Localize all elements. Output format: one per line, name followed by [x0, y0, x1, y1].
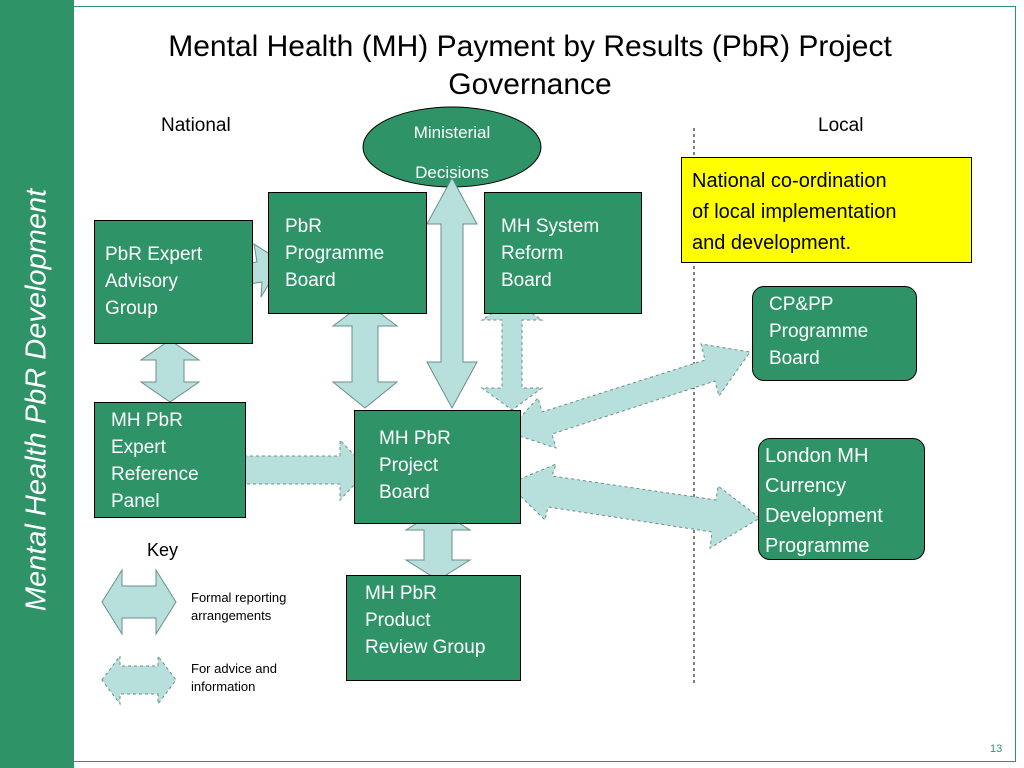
mh-pbr-product-review-group: MH PbR Product Review Group [346, 575, 521, 681]
arrow-ministerial-project [426, 176, 478, 410]
mh-pbr-expert-reference-panel: MH PbR Expert Reference Panel [94, 402, 246, 518]
key-title: Key [147, 540, 179, 560]
arrow-project-london [507, 463, 761, 549]
page-title: Mental Health (MH) Payment by Results (P… [168, 30, 892, 101]
key-formal-arrow [101, 568, 177, 636]
key-formal-label: Formal reporting arrangements [191, 590, 287, 623]
national-label: National [161, 115, 231, 136]
slide-frame [74, 6, 1016, 762]
mh-system-reform-board: MH System Reform Board [484, 192, 642, 314]
local-label: Local [818, 115, 864, 136]
arrow-project-cppp [506, 343, 751, 449]
arrow-reform-project [480, 299, 544, 411]
pbr-expert-advisory-group: PbR Expert Advisory Group [94, 220, 253, 344]
key-advice-arrow [101, 654, 177, 706]
mh-pbr-project-board: MH PbR Project Board [354, 410, 521, 524]
arrow-programme-project [331, 301, 399, 409]
sidebar: Mental Health PbR Development [0, 0, 74, 768]
ministerial-decisions-label: Ministerial Decisions [413, 123, 491, 182]
arrow-advisory-reference [139, 339, 201, 403]
london-mh-currency-programme: London MH Currency Development Programme [758, 438, 925, 560]
page-number: 13 [990, 743, 1003, 755]
national-coordination-note: National co-ordination of local implemen… [681, 157, 972, 263]
pbr-programme-board: PbR Programme Board [268, 192, 427, 314]
cppp-programme-board: CP&PP Programme Board [752, 286, 917, 381]
key-advice-label: For advice and information [191, 661, 277, 694]
